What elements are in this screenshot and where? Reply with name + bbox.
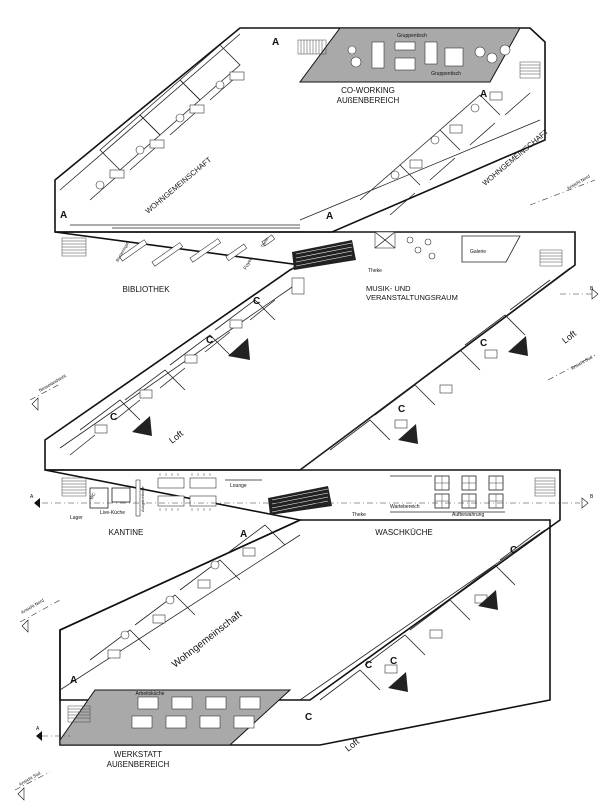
section-a-left: A [30,494,34,500]
lounge-label: Lounge [230,483,247,489]
live-kueche-label: Live-Küche [100,510,125,516]
apartment-c-marker: C [253,296,260,307]
theke-bib-label: Theke [260,236,270,249]
ansicht-sued-label: Ansicht Süd [570,354,594,371]
section-b-top: B [590,286,594,292]
wg-left-label: WOHNGEMEINSCHAFT [144,155,214,216]
theke-wasch-label: Theke [352,512,366,518]
apartment-c-marker: C [480,338,487,349]
apartment-c-marker: C [390,656,397,667]
wc-label: WC [89,491,97,501]
apartment-stairs [132,336,528,692]
gruppentisch-label-top: Gruppentisch [397,33,427,39]
veranstaltung-label: VERANSTALTUNGSRAUM [366,293,458,302]
section-b-right: B [590,494,594,500]
apartment-c-marker: C [398,404,405,415]
section-a-bottom: A [36,726,40,732]
wg-right-label: WOHNGEMEINSCHAFT [481,127,551,188]
apartment-a-marker-mid: A [326,211,333,222]
werkstatt-area-label: AUßENBEREICH [107,760,170,769]
bibliothek-label: BIBLIOTHEK [122,285,170,294]
apartment-a-marker-top: A [272,37,279,48]
wartebereich-label: Wartebereich [390,504,420,510]
musik-label: MUSIK- UND [366,284,411,293]
kantine-label: KANTINE [109,528,144,537]
coworking-furniture [347,41,511,71]
gruppentisch-label-bottom: Gruppentisch [431,71,461,77]
foyer-label: Foyer [243,257,255,271]
wg-bottom-label: Wohngemeinschaft [170,609,244,670]
loft-right-label: Loft [560,328,578,345]
section-lines [14,179,599,801]
corridors [59,33,571,701]
loft-bottom-label: Loft [343,736,361,753]
aufbewahrung-label: Aufbewahrung [452,512,484,518]
nesselandsicht-label: Nesselandsicht [38,373,68,393]
kantine-furniture [89,473,262,517]
library-shelves [112,227,300,267]
stage-blocks [268,240,356,515]
ausgabetheke-label: Ausgabetheke [140,486,145,512]
apartment-c-marker: C [510,545,517,556]
lager-label: Lager [70,515,83,521]
stairs [61,39,563,723]
theke-musik-label: Theke [368,268,382,274]
apartment-c-marker: C [110,412,117,423]
galerie-label: Galerie [470,249,486,255]
apartment-partitions [69,44,551,701]
ansicht-nord-low-label: Ansicht Nord [20,597,45,614]
waschkueche-label: WASCHKÜCHE [375,528,432,537]
apartment-a-marker-left: A [60,210,67,221]
werkstatt-furniture [131,696,261,729]
arbeitskueche-label: Arbeitsküche [136,691,165,697]
apartment-a-marker-bottom: A [70,675,77,686]
ansicht-nord-label: Ansicht Nord [566,173,591,190]
apartment-c-marker: C [206,335,213,346]
apartment-c-marker: C [305,712,312,723]
apartment-a-marker-right: A [480,89,487,100]
apartment-a-marker-kantine: A [240,529,247,540]
loft-mid-label: Loft [167,428,185,445]
coworking-label: CO-WORKING [341,86,395,95]
ansicht-sued-low-label: Ansicht Süd [18,770,42,787]
coworking-outdoor-area [299,27,521,83]
werkstatt-label: WERKSTATT [114,750,162,759]
waschkueche-furniture [390,475,505,513]
coworking-area-label: AUßENBEREICH [337,96,400,105]
galerie-area [291,231,521,295]
apartment-c-marker: C [365,660,372,671]
